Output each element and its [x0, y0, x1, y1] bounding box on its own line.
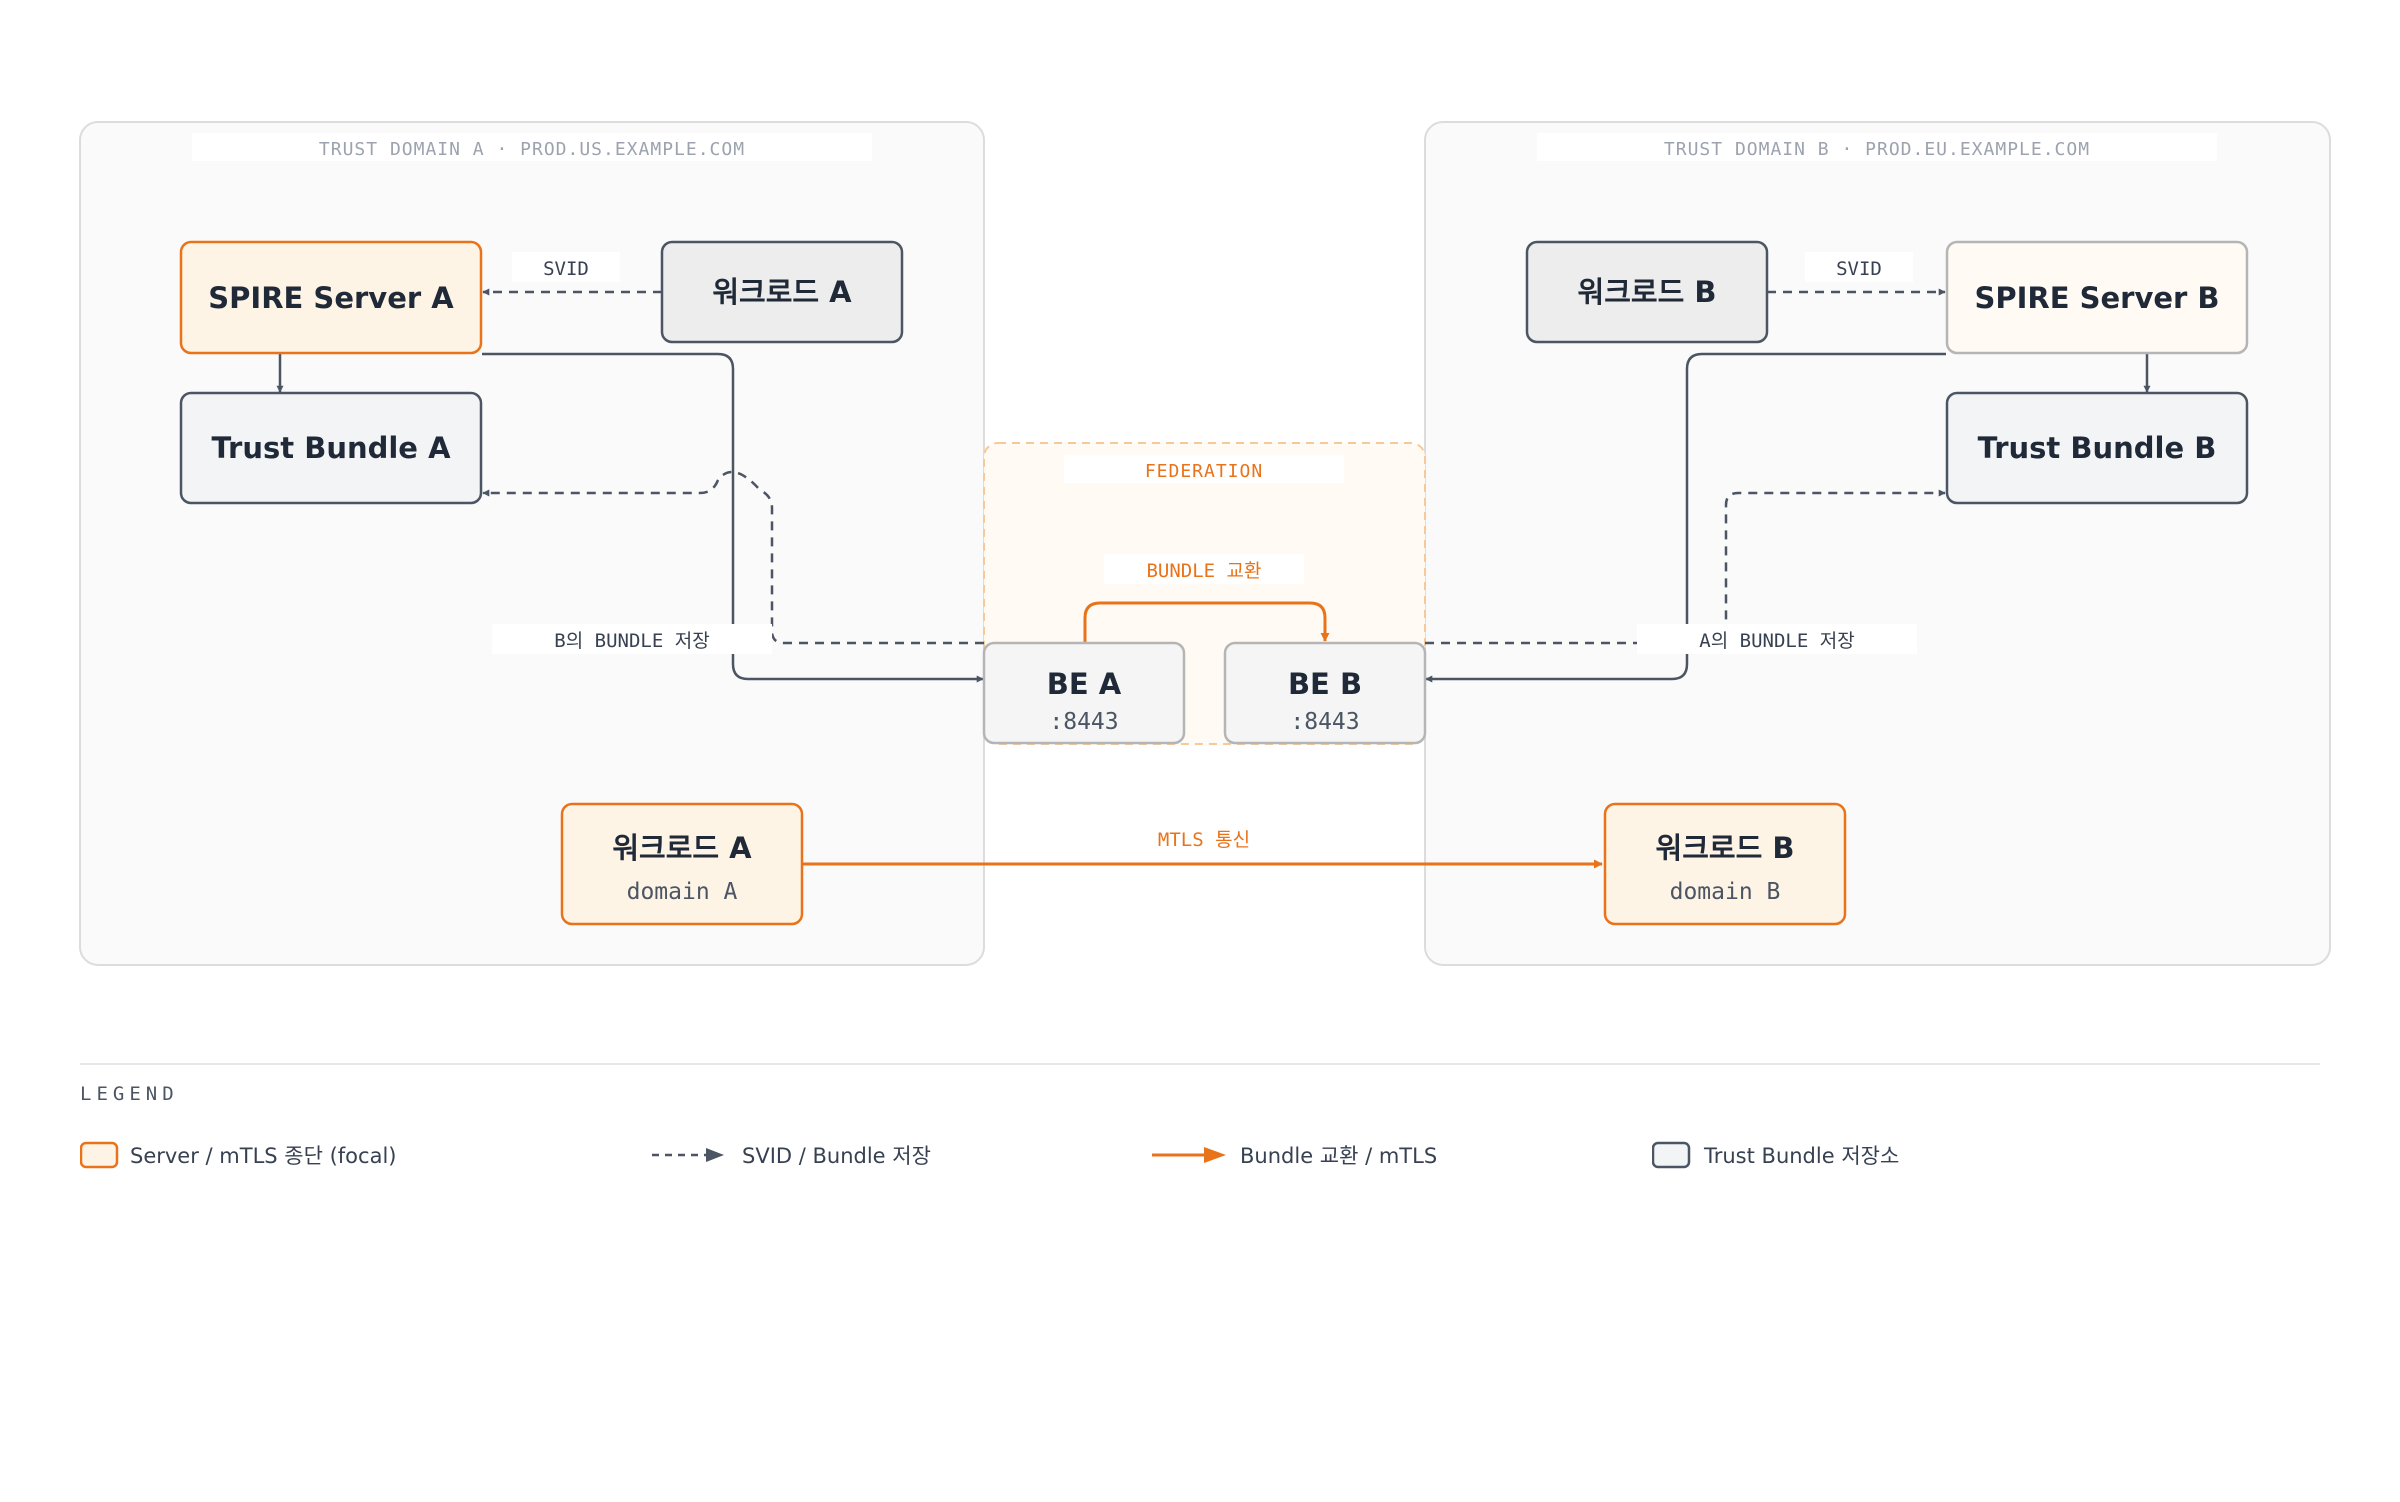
spire-b-to-be-b-arrow	[1425, 352, 1946, 683]
bundle-exchange-arrow	[1083, 601, 1330, 643]
trust-domain-b-label: TRUST DOMAIN B · PROD.EU.EXAMPLE.COM	[1664, 139, 2090, 160]
store-a-bundle-label: A의 BUNDLE 저장	[1699, 630, 1854, 652]
workload-b-bottom-node[interactable]: 워크로드 B domain B	[1603, 802, 1847, 926]
workload-a-bottom-node[interactable]: 워크로드 A domain A	[560, 802, 804, 926]
legend-item-focal: Server / mTLS 종단 (focal)	[80, 1140, 396, 1170]
workload-b-bottom-title: 워크로드 B	[1656, 831, 1795, 865]
be-a-node[interactable]: BE A :8443	[982, 641, 1186, 745]
be-b-port: :8443	[1290, 709, 1359, 735]
be-a-port: :8443	[1049, 709, 1118, 735]
trust-domain-b-label-bg	[1537, 133, 2217, 161]
spire-server-a-title: SPIRE Server A	[208, 281, 454, 315]
store-b-bundle-arrow	[482, 470, 984, 645]
store-a-bundle-label-bg	[1637, 624, 1917, 654]
legend-label-focal: Server / mTLS 종단 (focal)	[130, 1144, 397, 1168]
trust-domain-a-label: TRUST DOMAIN A · PROD.US.EXAMPLE.COM	[319, 139, 745, 160]
spire-server-a-node[interactable]: SPIRE Server A	[179, 240, 483, 355]
legend-swatch-orange-arrow	[1152, 1147, 1226, 1163]
legend-label-dashed: SVID / Bundle 저장	[742, 1144, 931, 1168]
trust-bundle-b-title: Trust Bundle B	[1978, 431, 2217, 465]
be-b-title: BE B	[1288, 667, 1362, 701]
workload-b-top-title: 워크로드 B	[1578, 275, 1717, 309]
legend-swatch-dashed-arrow	[652, 1148, 724, 1162]
workload-a-top-title: 워크로드 A	[712, 275, 852, 309]
spire-a-to-be-a-arrow	[482, 352, 984, 683]
trust-bundle-a-title: Trust Bundle A	[211, 431, 451, 465]
federation-label: FEDERATION	[1145, 461, 1263, 482]
trust-bundle-a-node[interactable]: Trust Bundle A	[179, 391, 483, 505]
legend-item-bundle-store: Trust Bundle 저장소	[1652, 1140, 1899, 1170]
workload-a-top-node[interactable]: 워크로드 A	[660, 240, 904, 344]
svid-a-label: SVID	[543, 258, 589, 280]
store-b-bundle-label: B의 BUNDLE 저장	[554, 630, 709, 652]
spire-server-b-title: SPIRE Server B	[1974, 281, 2219, 315]
trust-domain-a-label-bg	[192, 133, 872, 161]
be-b-node[interactable]: BE B :8443	[1223, 641, 1427, 745]
workload-b-bottom-sub: domain B	[1670, 879, 1781, 905]
be-a-title: BE A	[1047, 667, 1122, 701]
legend-swatch-focal	[80, 1141, 119, 1169]
svid-b-label-bg	[1805, 252, 1913, 282]
svid-b-label: SVID	[1836, 258, 1882, 280]
legend-divider	[80, 1063, 2320, 1065]
legend-label-bundle-store: Trust Bundle 저장소	[1704, 1144, 1900, 1168]
bundle-exchange-label: BUNDLE 교환	[1146, 560, 1261, 582]
legend-title: LEGEND	[80, 1083, 179, 1105]
svid-a-label-bg	[512, 252, 620, 282]
bundle-exchange-label-bg	[1104, 554, 1304, 584]
store-b-bundle-label-bg	[492, 624, 772, 654]
spire-server-b-node[interactable]: SPIRE Server B	[1945, 240, 2249, 355]
trust-bundle-b-node[interactable]: Trust Bundle B	[1945, 391, 2249, 505]
legend-item-dashed: SVID / Bundle 저장	[652, 1140, 931, 1170]
workload-a-bottom-sub: domain A	[627, 879, 738, 905]
workload-a-bottom-title: 워크로드 A	[612, 831, 752, 865]
federation-label-bg	[1064, 455, 1344, 483]
mtls-label: MTLS 통신	[1158, 829, 1250, 851]
legend-item-orange: Bundle 교환 / mTLS	[1152, 1140, 1437, 1170]
legend-swatch-bundle-store	[1652, 1141, 1691, 1169]
legend-label-orange: Bundle 교환 / mTLS	[1240, 1144, 1438, 1168]
workload-b-top-node[interactable]: 워크로드 B	[1525, 240, 1769, 344]
